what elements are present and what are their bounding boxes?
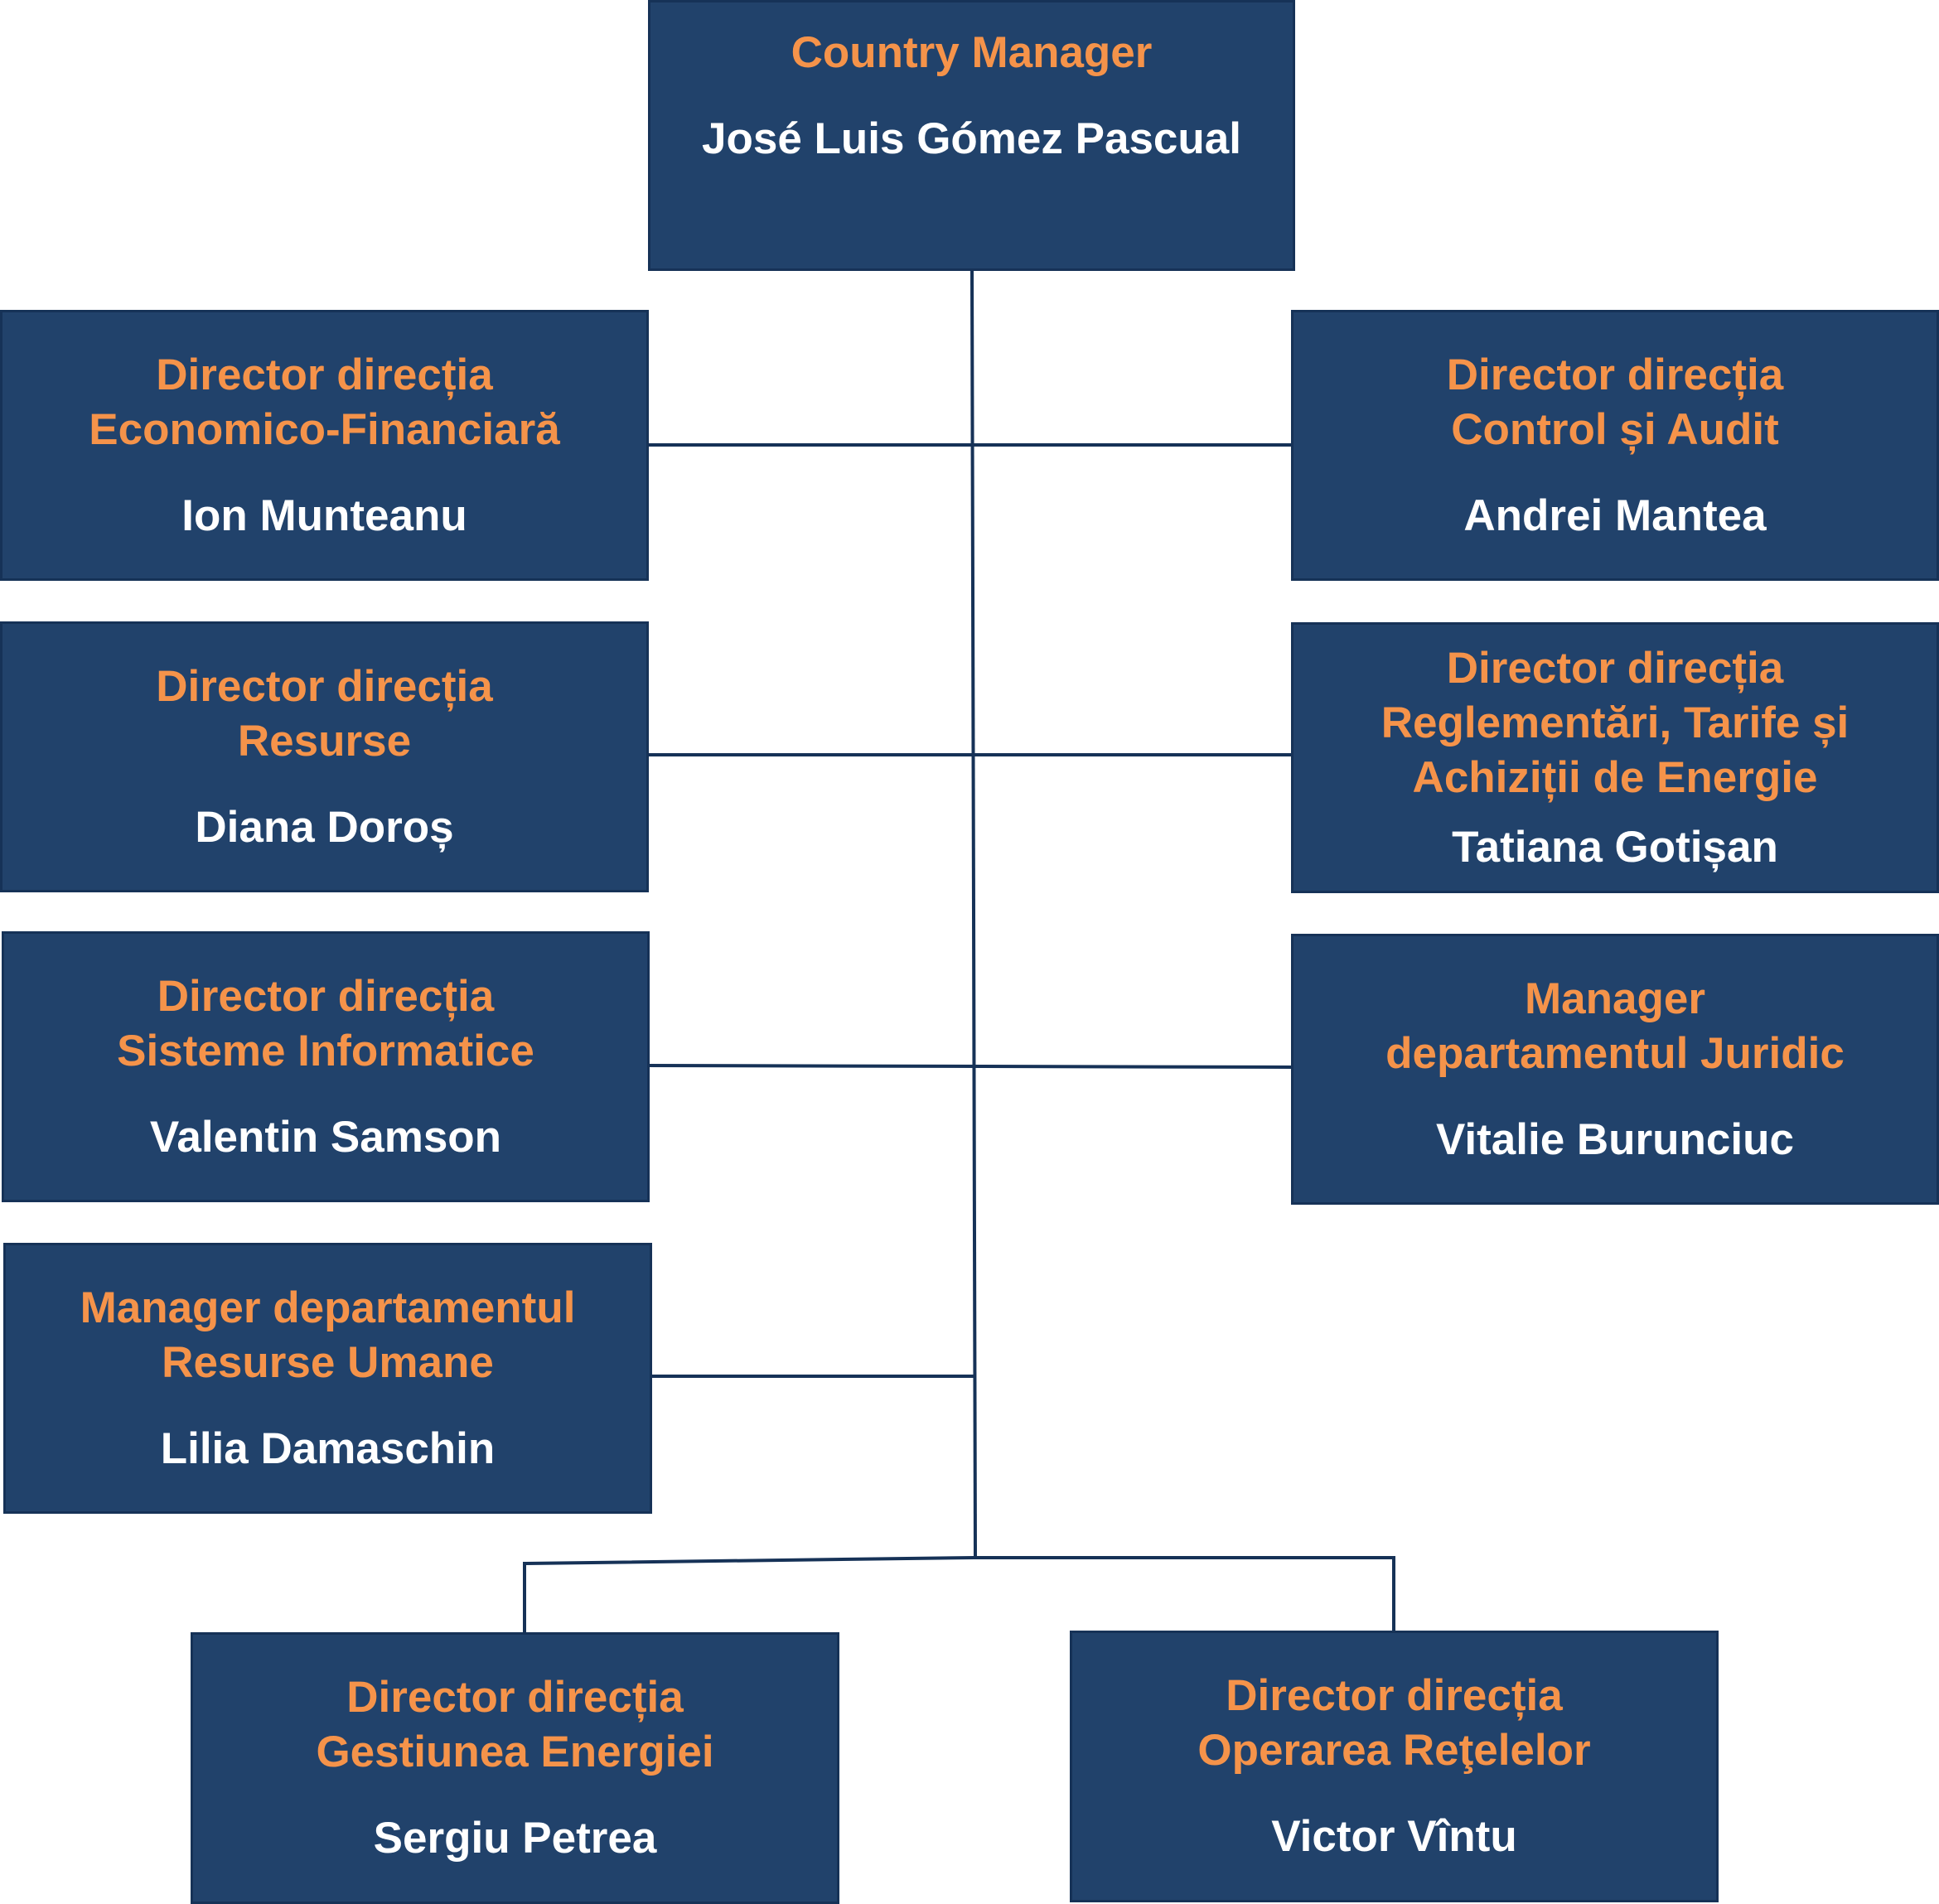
- box-country-manager: Country Manager José Luis Gómez Pascual: [648, 0, 1295, 271]
- person-name: Valentin Samson: [149, 1112, 502, 1162]
- person-name: Sergiu Petrea: [373, 1814, 657, 1863]
- role-title: Country Manager: [791, 28, 1153, 77]
- person-name: José Luis Gómez Pascual: [702, 114, 1241, 163]
- person-name: Ion Munteanu: [181, 490, 467, 540]
- branch-row3: [647, 1064, 1293, 1069]
- person-name: Lilia Damaschin: [160, 1423, 496, 1473]
- trunk-line: [970, 268, 977, 1558]
- person-name: Diana Doroș: [195, 802, 454, 852]
- person-name: Victor Vîntu: [1271, 1812, 1517, 1861]
- person-name: Tatiana Gotișan: [1452, 822, 1778, 872]
- person-name: Vitalie Burunciuc: [1436, 1114, 1794, 1164]
- person-name: Andrei Mantea: [1463, 490, 1767, 540]
- bottom-branch: [523, 1556, 1395, 1632]
